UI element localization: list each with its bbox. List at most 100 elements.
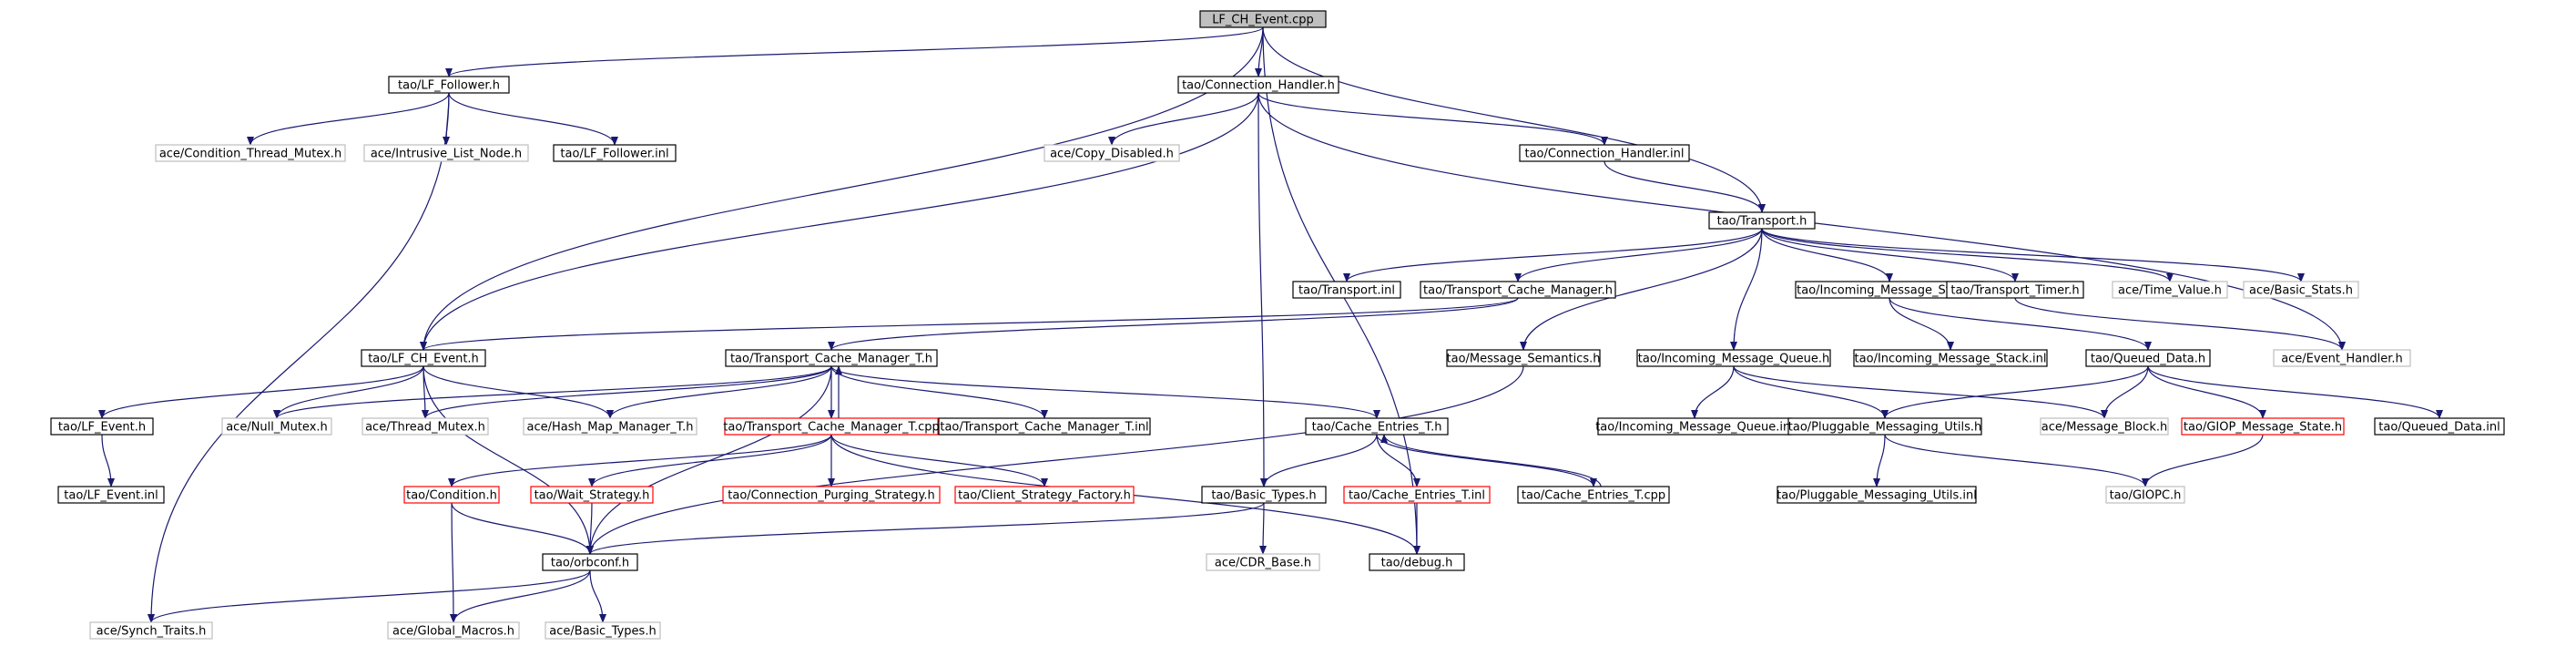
node-label: ace/Intrusive_List_Node.h [371,148,522,161]
edge-transport_h-to-basic_stats [1761,228,2305,282]
node-tcm-t-cpp[interactable]: tao/Transport_Cache_Manager_T.cpp [723,417,940,436]
edge-conn_handler_h-to-copy_disabled [1108,92,1259,146]
node-transport-inl[interactable]: tao/Transport.inl [1292,281,1401,299]
node-imq-h[interactable]: tao/Incoming_Message_Queue.h [1636,349,1831,367]
node-hash-map-manager[interactable]: ace/Hash_Map_Manager_T.h [523,417,697,436]
node-pmu-inl[interactable]: tao/Pluggable_Messaging_Utils.inl [1777,486,1977,504]
node-label: tao/Pluggable_Messaging_Utils.h [1788,421,1981,435]
node-label: tao/Message_Semantics.h [1447,353,1601,366]
node-label: tao/Connection_Purging_Strategy.h [728,489,935,503]
node-label: tao/Connection_Handler.inl [1524,148,1684,161]
node-transport-timer[interactable]: tao/Transport_Timer.h [1946,281,2084,299]
node-orbconf[interactable]: tao/orbconf.h [542,553,638,571]
edge-queued_data_h-to-queued_data_inl [2147,365,2443,419]
node-cache-entries-t-cpp[interactable]: tao/Cache_Entries_T.cpp [1517,486,1670,504]
node-label: tao/Cache_Entries_T.h [1312,421,1442,435]
node-giop-msg-state[interactable]: tao/GIOP_Message_State.h [2181,417,2345,436]
node-label: tao/Cache_Entries_T.cpp [1522,489,1665,503]
node-condition-h[interactable]: tao/Condition.h [403,486,500,504]
edge-lf_follower_h-to-lf_follower_inl [448,92,618,146]
node-label: ace/Message_Block.h [2041,421,2168,435]
edge-giop_msg_state-to-giopc [2142,434,2264,487]
node-giopc[interactable]: tao/GIOPC.h [2105,486,2185,504]
node-copy-disabled[interactable]: ace/Copy_Disabled.h [1044,144,1180,162]
node-box [954,486,1135,504]
edge-orbconf-to-synch_traits [148,569,591,623]
node-cache-entries-t-inl[interactable]: tao/Cache_Entries_T.inl [1343,486,1491,504]
node-box [722,486,941,504]
node-label: tao/Incoming_Message_Queue.inl [1595,421,1794,435]
node-wait-strategy[interactable]: tao/Wait_Strategy.h [530,486,654,504]
node-box [2374,417,2505,436]
node-conn-handler-inl[interactable]: tao/Connection_Handler.inl [1519,144,1690,162]
node-lf-event-inl[interactable]: tao/LF_Event.inl [57,486,165,504]
node-label: tao/Transport_Cache_Manager_T.inl [940,421,1148,435]
node-ims-inl[interactable]: tao/Incoming_Message_Stack.inl [1853,349,2048,367]
node-label: tao/Transport.inl [1298,284,1395,298]
node-conn-handler-h[interactable]: tao/Connection_Handler.h [1177,76,1339,94]
node-cond-thread-mutex[interactable]: ace/Condition_Thread_Mutex.h [155,144,346,162]
node-box [2040,417,2169,436]
node-conn-purging[interactable]: tao/Connection_Purging_Strategy.h [722,486,941,504]
edge-basic_types_tao-to-orbconf [586,502,1265,555]
node-label: tao/Transport_Cache_Manager_T.h [730,353,932,366]
node-tcm-h[interactable]: tao/Transport_Cache_Manager.h [1420,281,1616,299]
edge-transport_h-to-time_value [1761,228,2174,282]
edge-tcm_h-to-lf_ch_event_h [420,297,1519,351]
nodes-layer: LF_CH_Event.cpp tao/LF_Follower.h tao/Conn… [50,10,2505,640]
node-lf-follower-inl[interactable]: tao/LF_Follower.inl [553,144,677,162]
node-label: ace/CDR_Base.h [1215,557,1311,570]
node-cache-entries-t-h[interactable]: tao/Cache_Entries_T.h [1305,417,1449,436]
node-message-block[interactable]: ace/Message_Block.h [2040,417,2169,436]
node-null-mutex[interactable]: ace/Null_Mutex.h [221,417,332,436]
node-box [387,621,520,640]
node-debug-h[interactable]: tao/debug.h [1369,553,1465,571]
node-client-strategy[interactable]: tao/Client_Strategy_Factory.h [954,486,1135,504]
node-tcm-t-h[interactable]: tao/Transport_Cache_Manager_T.h [725,349,938,367]
node-label: ace/Null_Mutex.h [226,421,328,435]
node-queued-data-h[interactable]: tao/Queued_Data.h [2085,349,2211,367]
node-basic-types-tao[interactable]: tao/Basic_Types.h [1201,486,1327,504]
node-basic-types-ace[interactable]: ace/Basic_Types.h [545,621,661,640]
node-box [1519,144,1690,162]
edge-condition_h-to-orbconf [451,502,594,555]
node-time-value[interactable]: ace/Time_Value.h [2112,281,2228,299]
node-label: tao/Transport.h [1717,215,1807,229]
node-lf-event-h[interactable]: tao/LF_Event.h [50,417,154,436]
edge-lf_ch_event_h-to-hash_map_manager [423,365,614,419]
node-transport-h[interactable]: tao/Transport.h [1708,211,1816,230]
node-tcm-t-inl[interactable]: tao/Transport_Cache_Manager_T.inl [938,417,1151,436]
node-box [2085,349,2211,367]
node-box [363,144,529,162]
edge-condition_h-to-global_macros [449,502,457,623]
node-box [388,76,510,94]
node-root[interactable]: LF_CH_Event.cpp [1199,10,1327,28]
edge-cache_entries_t_h-to-basic_types_tao [1260,434,1378,487]
node-intrusive-list-node[interactable]: ace/Intrusive_List_Node.h [363,144,529,162]
node-pmu-h[interactable]: tao/Pluggable_Messaging_Utils.h [1787,417,1982,436]
node-lf-follower-h[interactable]: tao/LF_Follower.h [388,76,510,94]
node-lf-ch-event-h[interactable]: tao/LF_CH_Event.h [361,349,486,367]
node-msg-semantics[interactable]: tao/Message_Semantics.h [1446,349,1601,367]
node-box [155,144,346,162]
node-event-handler[interactable]: ace/Event_Handler.h [2273,349,2411,367]
node-imq-inl[interactable]: tao/Incoming_Message_Queue.inl [1595,417,1794,436]
node-box [725,349,938,367]
edge-transport_h-to-transport_inl [1343,228,1763,282]
node-box [1446,349,1601,367]
edge-tcm_t_cpp-to-client_strategy [830,434,1048,487]
node-label: tao/Incoming_Message_Stack.h [1797,284,1982,298]
node-box [553,144,677,162]
node-cdr-base[interactable]: ace/CDR_Base.h [1206,553,1320,571]
node-basic-stats[interactable]: ace/Basic_Stats.h [2243,281,2359,299]
node-synch-traits[interactable]: ace/Synch_Traits.h [89,621,213,640]
node-box [361,349,486,367]
edge-tcm_t_h-to-tcm_t_inl [830,365,1048,419]
node-box [724,417,939,436]
edge-lf_ch_event_h-to-orbconf [423,365,594,555]
node-label: tao/Condition.h [406,489,497,503]
node-queued-data-inl[interactable]: tao/Queued_Data.inl [2374,417,2505,436]
node-thread-mutex[interactable]: ace/Thread_Mutex.h [361,417,489,436]
node-global-macros[interactable]: ace/Global_Macros.h [387,621,520,640]
